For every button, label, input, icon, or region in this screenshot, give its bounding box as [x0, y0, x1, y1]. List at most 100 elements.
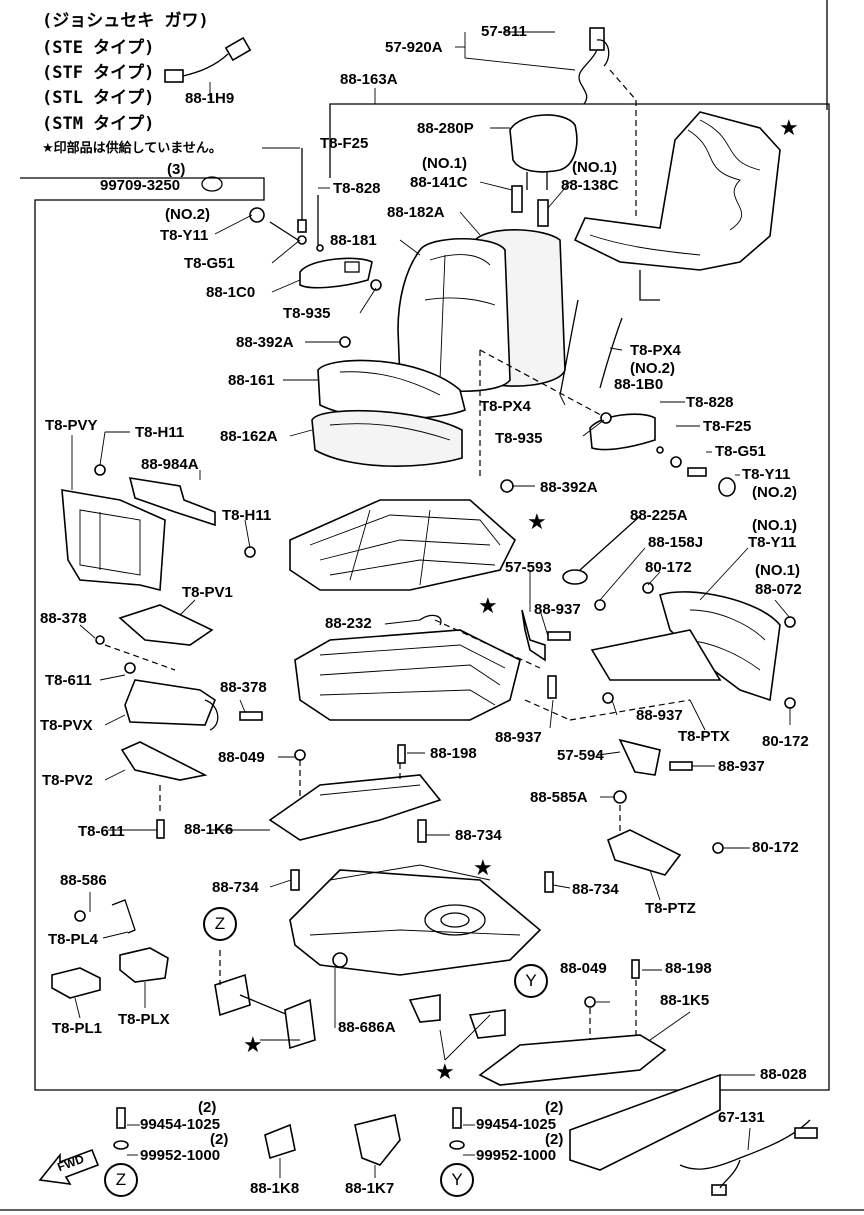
callout-88-138C: 88-138C — [561, 177, 619, 194]
callout-T8-PVX: T8-PVX — [40, 717, 93, 734]
leader-dash-4 — [524, 699, 571, 721]
callout-T8-PLX: T8-PLX — [118, 1011, 170, 1028]
clip-225A — [562, 569, 588, 585]
callout-88-378-a: 88-378 — [40, 610, 87, 627]
callout-80-172-a: 80-172 — [645, 559, 692, 576]
seatback-frame — [573, 111, 781, 301]
header-line-2: (STE タイプ) — [42, 38, 155, 58]
callout-88-028: 88-028 — [760, 1066, 807, 1083]
callout-T8-PX4-a: T8-PX4 — [630, 342, 681, 359]
bolts-734 — [290, 819, 554, 893]
harness-57-811 — [578, 27, 637, 220]
star-icon-track-upper: ★ — [527, 510, 547, 535]
callout-qty-2-d: (2) — [545, 1131, 564, 1148]
callout-88-049-b: 88-049 — [560, 960, 607, 977]
plate-pvx — [124, 679, 216, 726]
seatback-cushion — [397, 229, 566, 393]
plate-pv2 — [120, 741, 208, 781]
plate-pv1 — [118, 604, 214, 646]
callout-no2-a: (NO.2) — [165, 206, 210, 223]
callout-T8-PL1: T8-PL1 — [52, 1020, 103, 1037]
callout-T8-611-b: T8-611 — [78, 823, 125, 840]
callout-T8-PTX: T8-PTX — [678, 728, 730, 745]
callout-T8-PTZ: T8-PTZ — [645, 900, 696, 917]
callout-88-1H9: 88-1H9 — [185, 90, 235, 107]
callout-qty-2-c: (2) — [545, 1099, 564, 1116]
callout-88-182A: 88-182A — [387, 204, 445, 221]
side-panel-pvy — [61, 489, 166, 592]
circle-ref-z-upper: Z — [203, 907, 237, 941]
cover-1K6 — [268, 774, 442, 841]
callout-T8-H11-a: T8-H11 — [135, 424, 185, 441]
bolt-99454-b — [449, 1107, 465, 1150]
callout-88-225A: 88-225A — [630, 507, 688, 524]
callout-T8-H11-b: T8-H11 — [222, 507, 272, 524]
callout-T8-611-a: T8-611 — [45, 672, 92, 689]
seat-track-upper — [289, 499, 516, 591]
callout-T8-F25-b: T8-F25 — [703, 418, 752, 435]
clip-icon — [201, 176, 223, 192]
callout-T8-PVY: T8-PVY — [45, 417, 98, 434]
callout-T8-Y11-a: T8-Y11 — [160, 227, 209, 244]
callout-80-172-b: 80-172 — [762, 733, 809, 750]
screw-611-b — [156, 819, 165, 839]
seat-track-lower — [289, 864, 542, 976]
clip-585A — [613, 790, 627, 804]
callout-no1-a: (NO.1) — [422, 155, 467, 172]
rod-px4-a — [559, 299, 579, 396]
callout-57-593: 57-593 — [505, 559, 552, 576]
bracket-1K8 — [264, 1123, 296, 1160]
callout-88-198-a: 88-198 — [430, 745, 477, 762]
bolt-937-d — [669, 761, 693, 771]
screw-378-b — [239, 711, 263, 721]
main-frame — [20, 103, 830, 1091]
callout-T8-PV2: T8-PV2 — [42, 772, 93, 789]
harness-67-131 — [679, 1119, 818, 1196]
bolt-937-a — [547, 631, 571, 641]
callout-88-1C0: 88-1C0 — [206, 284, 256, 301]
forward-arrow-icon — [38, 1148, 100, 1186]
callout-88-162A: 88-162A — [220, 428, 278, 445]
star-icon-track-lower: ★ — [473, 856, 493, 881]
callout-88-937-b: 88-937 — [636, 707, 683, 724]
callout-T8-Y11-b: T8-Y11 — [742, 466, 791, 483]
callout-88-1K5: 88-1K5 — [660, 992, 710, 1009]
rod-px4-b — [599, 317, 623, 389]
leader-dash-6 — [104, 644, 176, 671]
callout-88-937-a: 88-937 — [534, 601, 581, 618]
callout-qty-3: (3) — [167, 161, 186, 178]
callout-T8-PL4: T8-PL4 — [48, 931, 99, 948]
brackets-lower-mid — [408, 994, 506, 1039]
headrest — [509, 114, 578, 190]
pvx-hook — [204, 699, 219, 731]
cover-ptz — [607, 829, 682, 876]
seat-cushion — [311, 359, 466, 467]
headrest-guides — [511, 185, 549, 227]
callout-T8-F25-a: T8-F25 — [320, 135, 369, 152]
link-bracket-lower-left — [214, 950, 316, 1050]
bracket-1K7 — [354, 1114, 401, 1166]
screws-049-198-b — [584, 959, 640, 1040]
callout-80-172-c: 80-172 — [752, 839, 799, 856]
callout-99709-3250: 99709-3250 — [100, 177, 181, 194]
callout-88-232: 88-232 — [325, 615, 372, 632]
star-icon-bracket-left: ★ — [243, 1033, 263, 1058]
callout-67-131: 67-131 — [718, 1109, 765, 1126]
callout-88-686A: 88-686A — [338, 1019, 396, 1036]
callout-88-586: 88-586 — [60, 872, 107, 889]
switch-pl1 — [51, 967, 101, 999]
callout-T8-G51-b: T8-G51 — [715, 443, 766, 460]
callout-qty-2-a: (2) — [198, 1099, 217, 1116]
leader-dash-1 — [479, 349, 611, 421]
bolt-937-b — [547, 675, 557, 699]
callout-88-1B0: 88-1B0 — [614, 376, 664, 393]
callout-88-734-b: 88-734 — [212, 879, 259, 896]
callout-88-984A: 88-984A — [141, 456, 199, 473]
callout-88-585A: 88-585A — [530, 789, 588, 806]
callout-88-161: 88-161 — [228, 372, 275, 389]
callout-88-158J: 88-158J — [648, 534, 704, 551]
callout-no2-c: (NO.2) — [752, 484, 797, 501]
screw-172-c — [712, 842, 724, 854]
callout-T8-828-a: T8-828 — [333, 180, 381, 197]
screw-586 — [74, 910, 86, 922]
